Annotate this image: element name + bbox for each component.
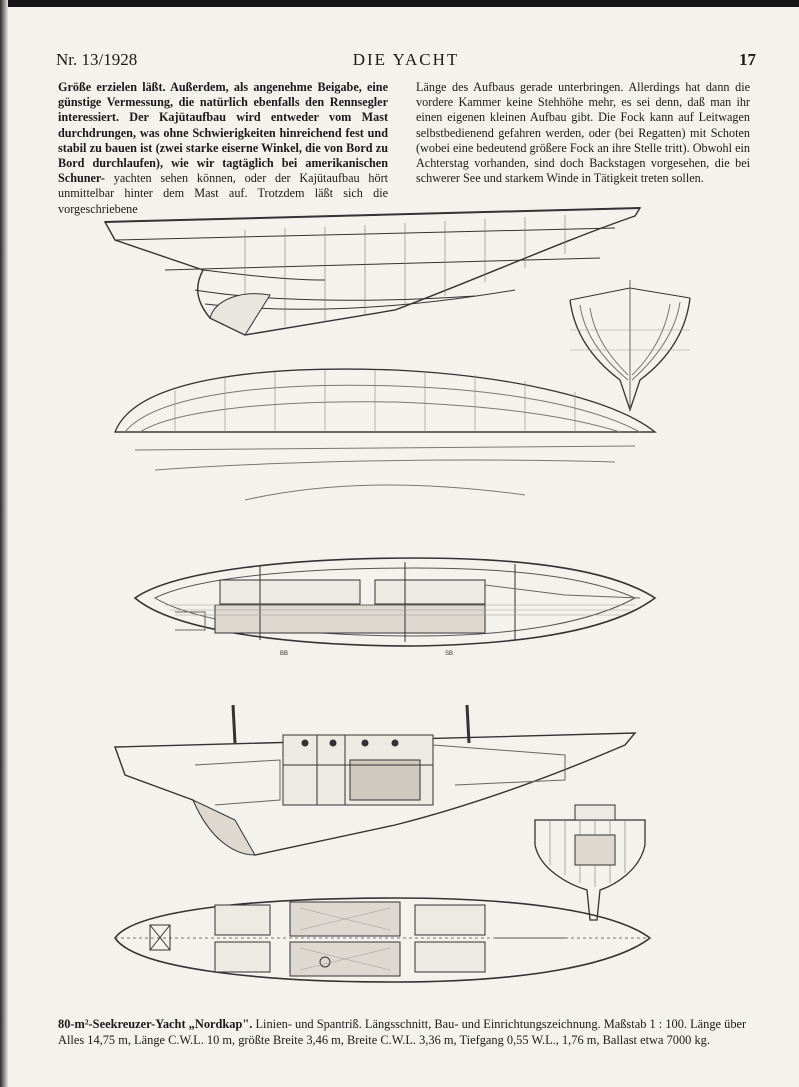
half-breadth-drawing bbox=[114, 368, 657, 501]
deck-label-sb: SB bbox=[445, 651, 453, 657]
bold-text: Größe erzielen läßt. Außerdem, als angen… bbox=[58, 80, 388, 186]
midship-section-drawing bbox=[534, 804, 646, 921]
longitudinal-section-drawing bbox=[114, 704, 637, 856]
text-column-right: Länge des Aufbaus gerade unterbringen. A… bbox=[416, 80, 750, 186]
profile-lines-drawing bbox=[103, 207, 642, 336]
journal-title: DIE YACHT bbox=[352, 50, 460, 69]
issue-number: Nr. 13/1928 bbox=[56, 50, 138, 69]
page-header: Nr. 13/1928 DIE YACHT 17 bbox=[56, 50, 756, 74]
scan-top-border bbox=[0, 0, 799, 7]
page-number: 17 bbox=[739, 50, 756, 69]
normal-text: yachten sehen können, oder der Kajütaufb… bbox=[58, 171, 389, 216]
scan-left-edge bbox=[0, 0, 8, 1087]
interior-arrangement-drawing bbox=[114, 897, 652, 983]
text-column-left: Größe erzielen läßt. Außerdem, als angen… bbox=[58, 80, 388, 217]
caption-title: 80-m²-Seekreuzer-Yacht „Nordkap". bbox=[58, 1017, 253, 1031]
body-paragraph: Länge des Aufbaus gerade unterbringen. A… bbox=[416, 80, 750, 186]
body-plan-drawing bbox=[569, 280, 691, 413]
deck-plan-drawing bbox=[133, 557, 657, 647]
body-paragraph: Größe erzielen läßt. Außerdem, als angen… bbox=[58, 80, 388, 217]
caption-text: Linien- und Spantriß. Längsschnitt, Bau-… bbox=[58, 1017, 747, 1047]
deck-label-bb: BB bbox=[280, 651, 288, 657]
figure-caption: 80-m²-Seekreuzer-Yacht „Nordkap". Linien… bbox=[58, 1017, 758, 1048]
yacht-drawings: BB SB bbox=[103, 207, 691, 983]
